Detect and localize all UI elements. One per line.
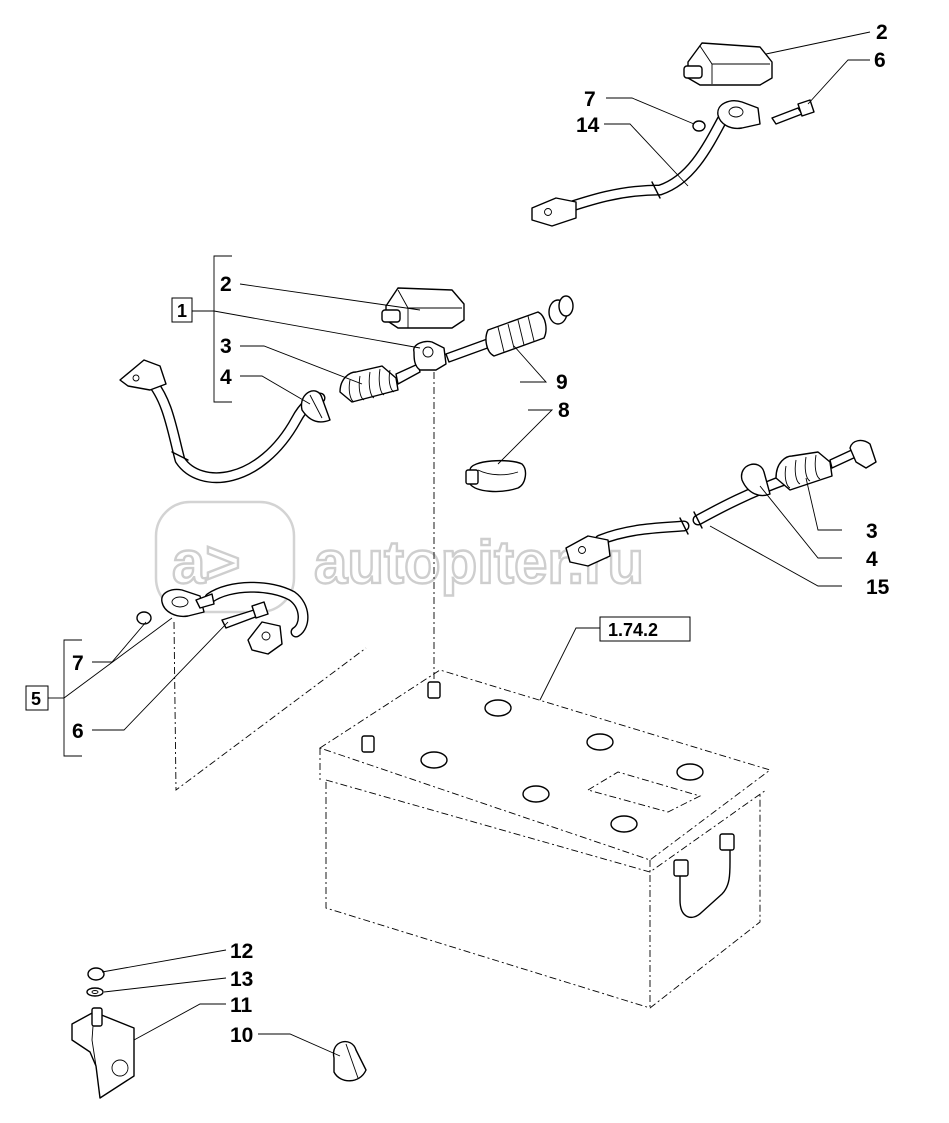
top-cable-assembly xyxy=(531,42,815,227)
group-5-number: 5 xyxy=(31,689,41,709)
group-label-5: 5 xyxy=(25,685,49,711)
main-cable-assembly xyxy=(119,287,574,484)
group-bracket-1 xyxy=(192,255,421,403)
group-bracket-5 xyxy=(48,617,173,757)
cable-lug-ground xyxy=(247,621,283,655)
right-cable-assembly xyxy=(565,439,877,567)
callout-3-mid: 3 xyxy=(220,335,232,358)
callout-7-top: 7 xyxy=(584,88,596,111)
terminal-cover-main xyxy=(381,287,465,329)
cable-lug-right xyxy=(565,535,611,567)
battery-cell-caps xyxy=(420,699,704,833)
reference-box: 1.74.2 xyxy=(599,616,691,642)
group-1-number: 1 xyxy=(177,301,187,321)
leader-lines xyxy=(92,31,871,1057)
cable-lug-top xyxy=(531,197,577,227)
washer-bracket xyxy=(86,987,104,997)
group-label-1: 1 xyxy=(171,297,193,323)
callout-13: 13 xyxy=(230,968,253,991)
callout-4-right: 4 xyxy=(866,548,878,571)
callout-2-top: 2 xyxy=(876,21,888,44)
battery-clamp-top xyxy=(717,100,761,130)
callout-4-mid: 4 xyxy=(220,366,232,389)
callout-11: 11 xyxy=(230,994,253,1017)
battery-handle xyxy=(679,837,731,919)
connector-sleeve xyxy=(485,295,574,357)
callouts: 2 6 7 14 2 3 4 9 8 3 4 15 7 6 12 13 11 1… xyxy=(72,21,890,1047)
spring-boot-main xyxy=(339,365,399,403)
callout-6-top: 6 xyxy=(874,49,886,72)
callout-10: 10 xyxy=(230,1024,253,1047)
cable-strap xyxy=(469,459,527,493)
callout-8: 8 xyxy=(558,399,570,422)
cable-lug-left xyxy=(119,359,167,391)
nut-top xyxy=(692,120,706,132)
callout-7-low: 7 xyxy=(72,652,84,675)
ground-cable-assembly xyxy=(136,581,309,655)
battery-clamp-main xyxy=(413,340,447,371)
mounting-bracket xyxy=(71,967,135,1099)
battery-terminals xyxy=(361,681,441,753)
callout-14: 14 xyxy=(576,114,600,137)
reference-label: 1.74.2 xyxy=(608,620,658,640)
callout-3-right: 3 xyxy=(866,520,878,543)
callout-9: 9 xyxy=(556,371,568,394)
callout-12: 12 xyxy=(230,940,253,963)
terminal-cover-top xyxy=(683,42,773,86)
spring-boot-right xyxy=(775,451,833,491)
battery-clamp-right xyxy=(849,439,877,469)
nut-ground xyxy=(136,611,152,625)
nut-bracket xyxy=(87,967,105,981)
bolt-top xyxy=(771,107,803,125)
callout-6-low: 6 xyxy=(72,720,84,743)
callout-15: 15 xyxy=(866,576,890,599)
callout-2-mid: 2 xyxy=(220,273,232,296)
cable-clip-right xyxy=(740,463,771,497)
battery xyxy=(173,372,771,1009)
strap-bracket xyxy=(332,1040,367,1082)
